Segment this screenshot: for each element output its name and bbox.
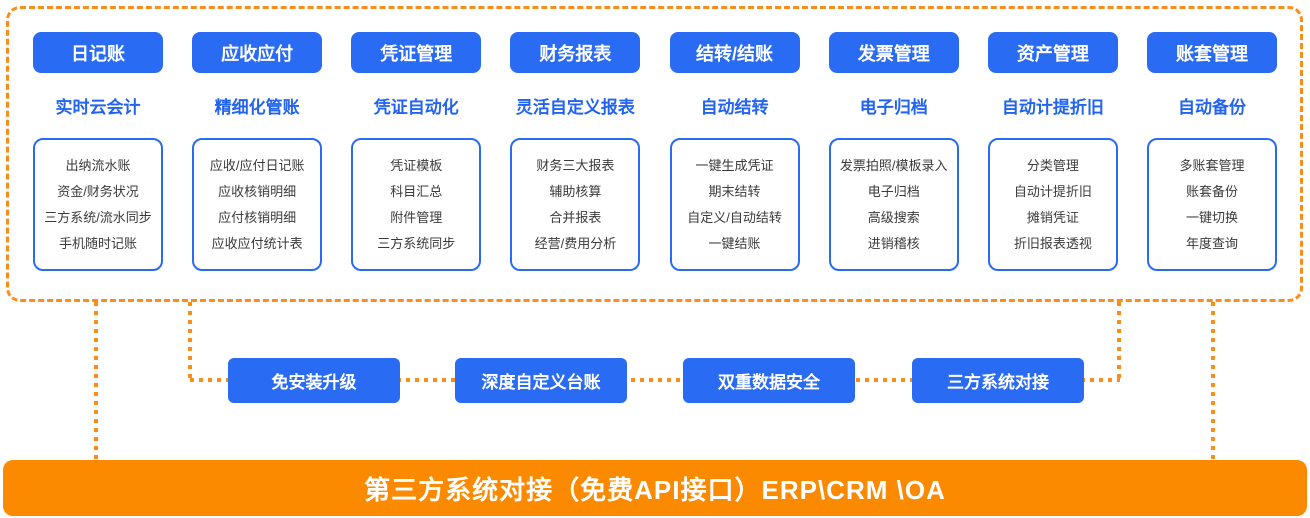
feature-item: 分类管理 (1026, 158, 1079, 173)
feature-group-dashed-border (6, 6, 1303, 302)
feature-subtitle: 精细化管账 (214, 98, 300, 117)
feature-card: 应收/应付日记账 应收核销明细 应付核销明细 应收应付统计表 (192, 138, 323, 271)
feature-item: 附件管理 (390, 210, 443, 225)
feature-title-button[interactable]: 账套管理 (1146, 32, 1277, 73)
feature-title-button[interactable]: 财务报表 (510, 32, 641, 73)
feature-card: 多账套管理 账套备份 一键切换 年度查询 (1146, 138, 1277, 271)
pill-data-security[interactable]: 双重数据安全 (683, 358, 855, 403)
feature-item: 年度查询 (1185, 236, 1238, 251)
feature-columns: 日记账 实时云会计 出纳流水账 资金/财务状况 三方系统/流水同步 手机随时记账… (33, 32, 1277, 271)
feature-title-button[interactable]: 应收应付 (192, 32, 323, 73)
feature-title-button[interactable]: 结转/结账 (669, 32, 800, 73)
feature-subtitle: 实时云会计 (55, 98, 141, 117)
dotted-connector-middle-row (190, 378, 1120, 382)
feature-item: 三方系统同步 (377, 236, 456, 251)
pill-free-upgrade[interactable]: 免安装升级 (228, 358, 400, 403)
feature-column-journal: 日记账 实时云会计 出纳流水账 资金/财务状况 三方系统/流水同步 手机随时记账 (33, 32, 163, 271)
feature-subtitle: 自动计提折旧 (1001, 98, 1104, 117)
feature-item: 账套备份 (1185, 184, 1238, 199)
feature-item: 应付核销明细 (218, 210, 297, 225)
feature-card: 发票拍照/模板录入 电子归档 高级搜索 进销稽核 (828, 138, 959, 271)
feature-subtitle: 自动结转 (700, 98, 769, 117)
feature-item: 经营/费用分析 (534, 236, 617, 251)
feature-title-button[interactable]: 凭证管理 (351, 32, 482, 73)
feature-subtitle: 自动备份 (1177, 98, 1246, 117)
feature-item: 自动计提折旧 (1013, 184, 1092, 199)
feature-column-receivable-payable: 应收应付 精细化管账 应收/应付日记账 应收核销明细 应付核销明细 应收应付统计… (192, 32, 323, 271)
feature-item: 应收核销明细 (218, 184, 297, 199)
feature-item: 折旧报表透视 (1013, 236, 1092, 251)
feature-card: 出纳流水账 资金/财务状况 三方系统/流水同步 手机随时记账 (33, 138, 163, 271)
feature-item: 应收应付统计表 (211, 236, 303, 251)
feature-subtitle: 凭证自动化 (373, 98, 459, 117)
feature-item: 摊销凭证 (1026, 210, 1079, 225)
feature-subtitle: 灵活自定义报表 (515, 98, 635, 117)
feature-card: 财务三大报表 辅助核算 合并报表 经营/费用分析 (510, 138, 641, 271)
feature-item: 一键生成凭证 (695, 158, 774, 173)
feature-title-button[interactable]: 发票管理 (828, 32, 959, 73)
feature-item: 一键切换 (1185, 210, 1238, 225)
feature-item: 一键结账 (708, 236, 761, 251)
feature-item: 合并报表 (549, 210, 602, 225)
feature-item: 三方系统/流水同步 (44, 210, 152, 225)
feature-item: 高级搜索 (867, 210, 920, 225)
feature-item: 辅助核算 (549, 184, 602, 199)
feature-item: 凭证模板 (390, 158, 443, 173)
feature-card: 凭证模板 科目汇总 附件管理 三方系统同步 (351, 138, 482, 271)
feature-item: 进销稽核 (867, 236, 920, 251)
feature-item: 应收/应付日记账 (209, 158, 305, 173)
dotted-connector-right-short (1117, 302, 1121, 380)
feature-column-voucher: 凭证管理 凭证自动化 凭证模板 科目汇总 附件管理 三方系统同步 (351, 32, 482, 271)
pill-custom-ledger[interactable]: 深度自定义台账 (455, 358, 627, 403)
feature-item: 科目汇总 (390, 184, 443, 199)
feature-card: 一键生成凭证 期末结转 自定义/自动结转 一键结账 (669, 138, 800, 271)
feature-title-button[interactable]: 日记账 (33, 32, 163, 73)
dotted-connector-left-long (94, 302, 98, 460)
api-banner: 第三方系统对接（免费API接口）ERP\CRM \OA (3, 460, 1307, 516)
feature-item: 手机随时记账 (58, 236, 137, 251)
api-banner-text: 第三方系统对接（免费API接口）ERP\CRM \OA (364, 474, 946, 505)
feature-column-financial-report: 财务报表 灵活自定义报表 财务三大报表 辅助核算 合并报表 经营/费用分析 (510, 32, 641, 271)
pill-third-party-integration[interactable]: 三方系统对接 (912, 358, 1084, 403)
dotted-connector-left-short (188, 302, 192, 380)
feature-card: 分类管理 自动计提折旧 摊销凭证 折旧报表透视 (987, 138, 1118, 271)
feature-column-account-set: 账套管理 自动备份 多账套管理 账套备份 一键切换 年度查询 (1146, 32, 1277, 271)
feature-item: 自定义/自动结转 (687, 210, 782, 225)
feature-column-carryover-closing: 结转/结账 自动结转 一键生成凭证 期末结转 自定义/自动结转 一键结账 (669, 32, 800, 271)
feature-item: 出纳流水账 (65, 158, 131, 173)
feature-column-invoice: 发票管理 电子归档 发票拍照/模板录入 电子归档 高级搜索 进销稽核 (828, 32, 959, 271)
feature-title-button[interactable]: 资产管理 (987, 32, 1118, 73)
feature-subtitle: 电子归档 (859, 98, 928, 117)
feature-item: 资金/财务状况 (57, 184, 139, 199)
feature-column-asset: 资产管理 自动计提折旧 分类管理 自动计提折旧 摊销凭证 折旧报表透视 (987, 32, 1118, 271)
feature-item: 发票拍照/模板录入 (839, 158, 948, 173)
dotted-connector-right-long (1211, 302, 1215, 460)
feature-item: 多账套管理 (1179, 158, 1245, 173)
feature-item: 财务三大报表 (536, 158, 615, 173)
feature-item: 电子归档 (867, 184, 920, 199)
feature-item: 期末结转 (708, 184, 761, 199)
